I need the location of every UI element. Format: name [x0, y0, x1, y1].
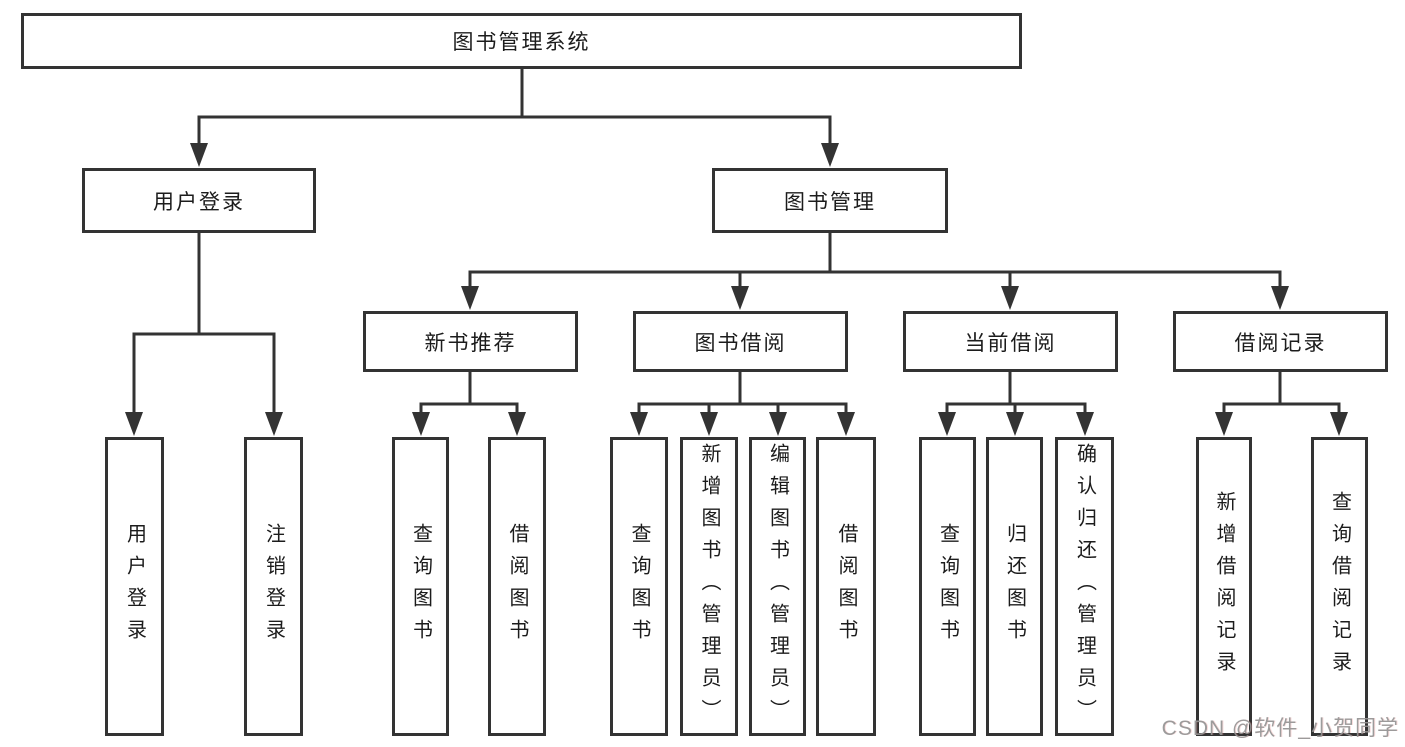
- node-new-book-recommend: 新书推荐: [363, 311, 578, 372]
- node-new-book-recommend-label: 新书推荐: [424, 331, 517, 355]
- leaf-bb-borrow-books: 借阅图书: [816, 437, 876, 736]
- node-current-borrowing: 当前借阅: [903, 311, 1118, 372]
- leaf-cb-return-books: 归还图书: [986, 437, 1043, 736]
- node-user-login: 用户登录: [82, 168, 316, 233]
- leaf-nbr-borrow-books-label: 借阅图书: [506, 522, 528, 651]
- node-borrowing-records-label: 借阅记录: [1234, 331, 1327, 355]
- leaf-bb-edit-books-admin: 编辑图书（管理员）: [749, 437, 806, 736]
- leaf-br-add-record: 新增借阅记录: [1196, 437, 1252, 736]
- node-borrowing-records: 借阅记录: [1173, 311, 1388, 372]
- node-book-borrowing-label: 图书借阅: [694, 331, 787, 355]
- leaf-cb-confirm-return-admin-label: 确认归还（管理员）: [1073, 442, 1096, 731]
- leaf-bb-query-books-label: 查询图书: [628, 522, 650, 651]
- leaf-cb-return-books-label: 归还图书: [1003, 522, 1026, 651]
- leaf-logout-label: 注销登录: [262, 522, 285, 651]
- leaf-br-query-record-label: 查询借阅记录: [1328, 490, 1351, 683]
- node-current-borrowing-label: 当前借阅: [964, 331, 1057, 355]
- node-user-login-label: 用户登录: [153, 190, 245, 214]
- leaf-logout: 注销登录: [244, 437, 303, 736]
- leaf-bb-add-books-admin: 新增图书（管理员）: [680, 437, 738, 736]
- leaf-nbr-query-books: 查询图书: [392, 437, 449, 736]
- leaf-user-login-label: 用户登录: [123, 522, 146, 651]
- node-book-borrowing: 图书借阅: [633, 311, 848, 372]
- node-root: 图书管理系统: [21, 13, 1022, 69]
- leaf-bb-add-books-admin-label: 新增图书（管理员）: [698, 442, 720, 731]
- leaf-br-query-record: 查询借阅记录: [1311, 437, 1368, 736]
- leaf-cb-query-books-label: 查询图书: [936, 522, 959, 651]
- leaf-bb-borrow-books-label: 借阅图书: [835, 522, 857, 651]
- node-book-management: 图书管理: [712, 168, 948, 233]
- leaf-cb-query-books: 查询图书: [919, 437, 976, 736]
- leaf-bb-edit-books-admin-label: 编辑图书（管理员）: [766, 442, 789, 731]
- node-root-label: 图书管理系统: [452, 31, 591, 54]
- leaf-nbr-query-books-label: 查询图书: [409, 522, 432, 651]
- watermark: CSDN @软件_小贺同学: [1161, 717, 1399, 740]
- node-book-management-label: 图书管理: [784, 190, 876, 214]
- leaf-bb-query-books: 查询图书: [610, 437, 668, 736]
- leaf-cb-confirm-return-admin: 确认归还（管理员）: [1055, 437, 1114, 736]
- leaf-nbr-borrow-books: 借阅图书: [488, 437, 546, 736]
- leaf-user-login: 用户登录: [105, 437, 164, 736]
- leaf-br-add-record-label: 新增借阅记录: [1213, 490, 1235, 683]
